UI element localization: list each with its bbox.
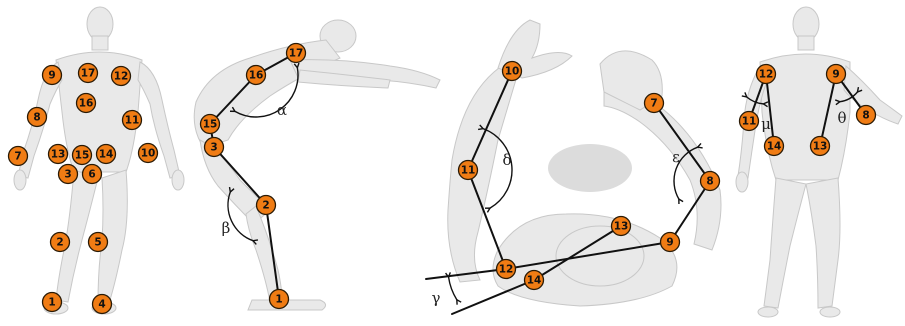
- marker-number: 2: [262, 200, 269, 212]
- front-marker-3: 3: [59, 165, 78, 184]
- marker-number: 12: [759, 69, 774, 81]
- back-angle-arrowhead-0-1: [742, 92, 747, 97]
- side-marker-16: 16: [247, 66, 266, 85]
- back-body-silhouette: [736, 7, 902, 317]
- top-marker-11: 11: [459, 161, 478, 180]
- marker-number: 8: [862, 110, 869, 122]
- marker-number: 8: [33, 112, 40, 124]
- side-marker-2: 2: [257, 196, 276, 215]
- top-angle-arrowhead-2-1: [457, 300, 461, 305]
- front-marker-4: 4: [93, 295, 112, 314]
- side-marker-17: 17: [287, 44, 306, 63]
- front-marker-7: 7: [9, 147, 28, 166]
- top-angle-arc-2: [449, 277, 457, 300]
- marker-number: 10: [505, 66, 520, 78]
- marker-number: 14: [527, 275, 542, 287]
- marker-number: 17: [81, 68, 96, 80]
- back-marker-8: 8: [857, 106, 876, 125]
- marker-number: 12: [114, 71, 129, 83]
- top-marker-14: 14: [525, 271, 544, 290]
- front-marker-6: 6: [83, 165, 102, 184]
- top-marker-8: 8: [701, 172, 720, 191]
- marker-number: 10: [141, 148, 156, 160]
- front-marker-12: 12: [112, 67, 131, 86]
- marker-number: 16: [79, 98, 94, 110]
- front-marker-15: 15: [73, 146, 92, 165]
- marker-number: 8: [706, 176, 713, 188]
- marker-number: 11: [125, 115, 140, 127]
- marker-number: 9: [666, 237, 673, 249]
- back-marker-12: 12: [757, 65, 776, 84]
- front-marker-10: 10: [139, 144, 158, 163]
- marker-number: 17: [289, 48, 304, 60]
- top-body-silhouette: [448, 20, 721, 306]
- marker-number: 3: [210, 142, 217, 154]
- marker-number: 15: [203, 119, 218, 131]
- front-marker-11: 11: [123, 111, 142, 130]
- top-marker-10: 10: [503, 62, 522, 81]
- back-marker-9: 9: [827, 65, 846, 84]
- marker-number: 7: [14, 151, 21, 163]
- marker-number: 16: [249, 70, 264, 82]
- front-marker-2: 2: [51, 233, 70, 252]
- front-marker-17: 17: [79, 64, 98, 83]
- marker-number: 14: [767, 141, 782, 153]
- front-marker-8: 8: [28, 108, 47, 127]
- marker-number: 5: [94, 237, 101, 249]
- front-marker-5: 5: [89, 233, 108, 252]
- side-marker-15: 15: [201, 115, 220, 134]
- front-marker-9: 9: [43, 66, 62, 85]
- marker-number: 2: [56, 237, 63, 249]
- front-marker-16: 16: [77, 94, 96, 113]
- top-marker-9: 9: [661, 233, 680, 252]
- top-angle-label: δ: [502, 151, 511, 169]
- marker-number: 11: [742, 116, 757, 128]
- top-angle-arrowhead-1-1: [679, 199, 683, 204]
- back-view-panel: [736, 7, 902, 317]
- marker-number: 13: [614, 221, 629, 233]
- top-angle-label: ε: [672, 148, 680, 166]
- marker-number: 12: [499, 264, 514, 276]
- back-angle-label: θ: [837, 109, 846, 127]
- marker-number: 1: [275, 294, 282, 306]
- marker-number: 11: [461, 165, 476, 177]
- front-marker-14: 14: [97, 145, 116, 164]
- front-marker-1: 1: [43, 293, 62, 312]
- top-angle-label: γ: [432, 289, 441, 307]
- back-marker-11: 11: [740, 112, 759, 131]
- side-angle-label: β: [222, 219, 231, 237]
- top-marker-13: 13: [612, 217, 631, 236]
- marker-number: 14: [99, 149, 114, 161]
- top-view-panel: [448, 20, 721, 306]
- marker-number: 9: [832, 69, 839, 81]
- top-angle-arrowhead-0-1: [485, 208, 490, 212]
- back-marker-13: 13: [811, 137, 830, 156]
- side-marker-3: 3: [205, 138, 224, 157]
- marker-number: 4: [98, 299, 105, 311]
- front-marker-13: 13: [49, 145, 68, 164]
- back-angle-label: μ: [761, 115, 771, 133]
- marker-number: 13: [51, 149, 66, 161]
- top-marker-7: 7: [645, 94, 664, 113]
- marker-number: 13: [813, 141, 828, 153]
- side-marker-1: 1: [270, 290, 289, 309]
- side-angle-label: α: [277, 101, 287, 119]
- marker-number: 3: [64, 169, 71, 181]
- marker-number: 9: [48, 70, 55, 82]
- marker-number: 15: [75, 150, 90, 162]
- marker-number: 6: [88, 169, 95, 181]
- back-marker-14: 14: [765, 137, 784, 156]
- marker-number: 1: [48, 297, 55, 309]
- top-angle-arrowhead-1-0: [698, 143, 703, 148]
- marker-number: 7: [650, 98, 657, 110]
- top-marker-12: 12: [497, 260, 516, 279]
